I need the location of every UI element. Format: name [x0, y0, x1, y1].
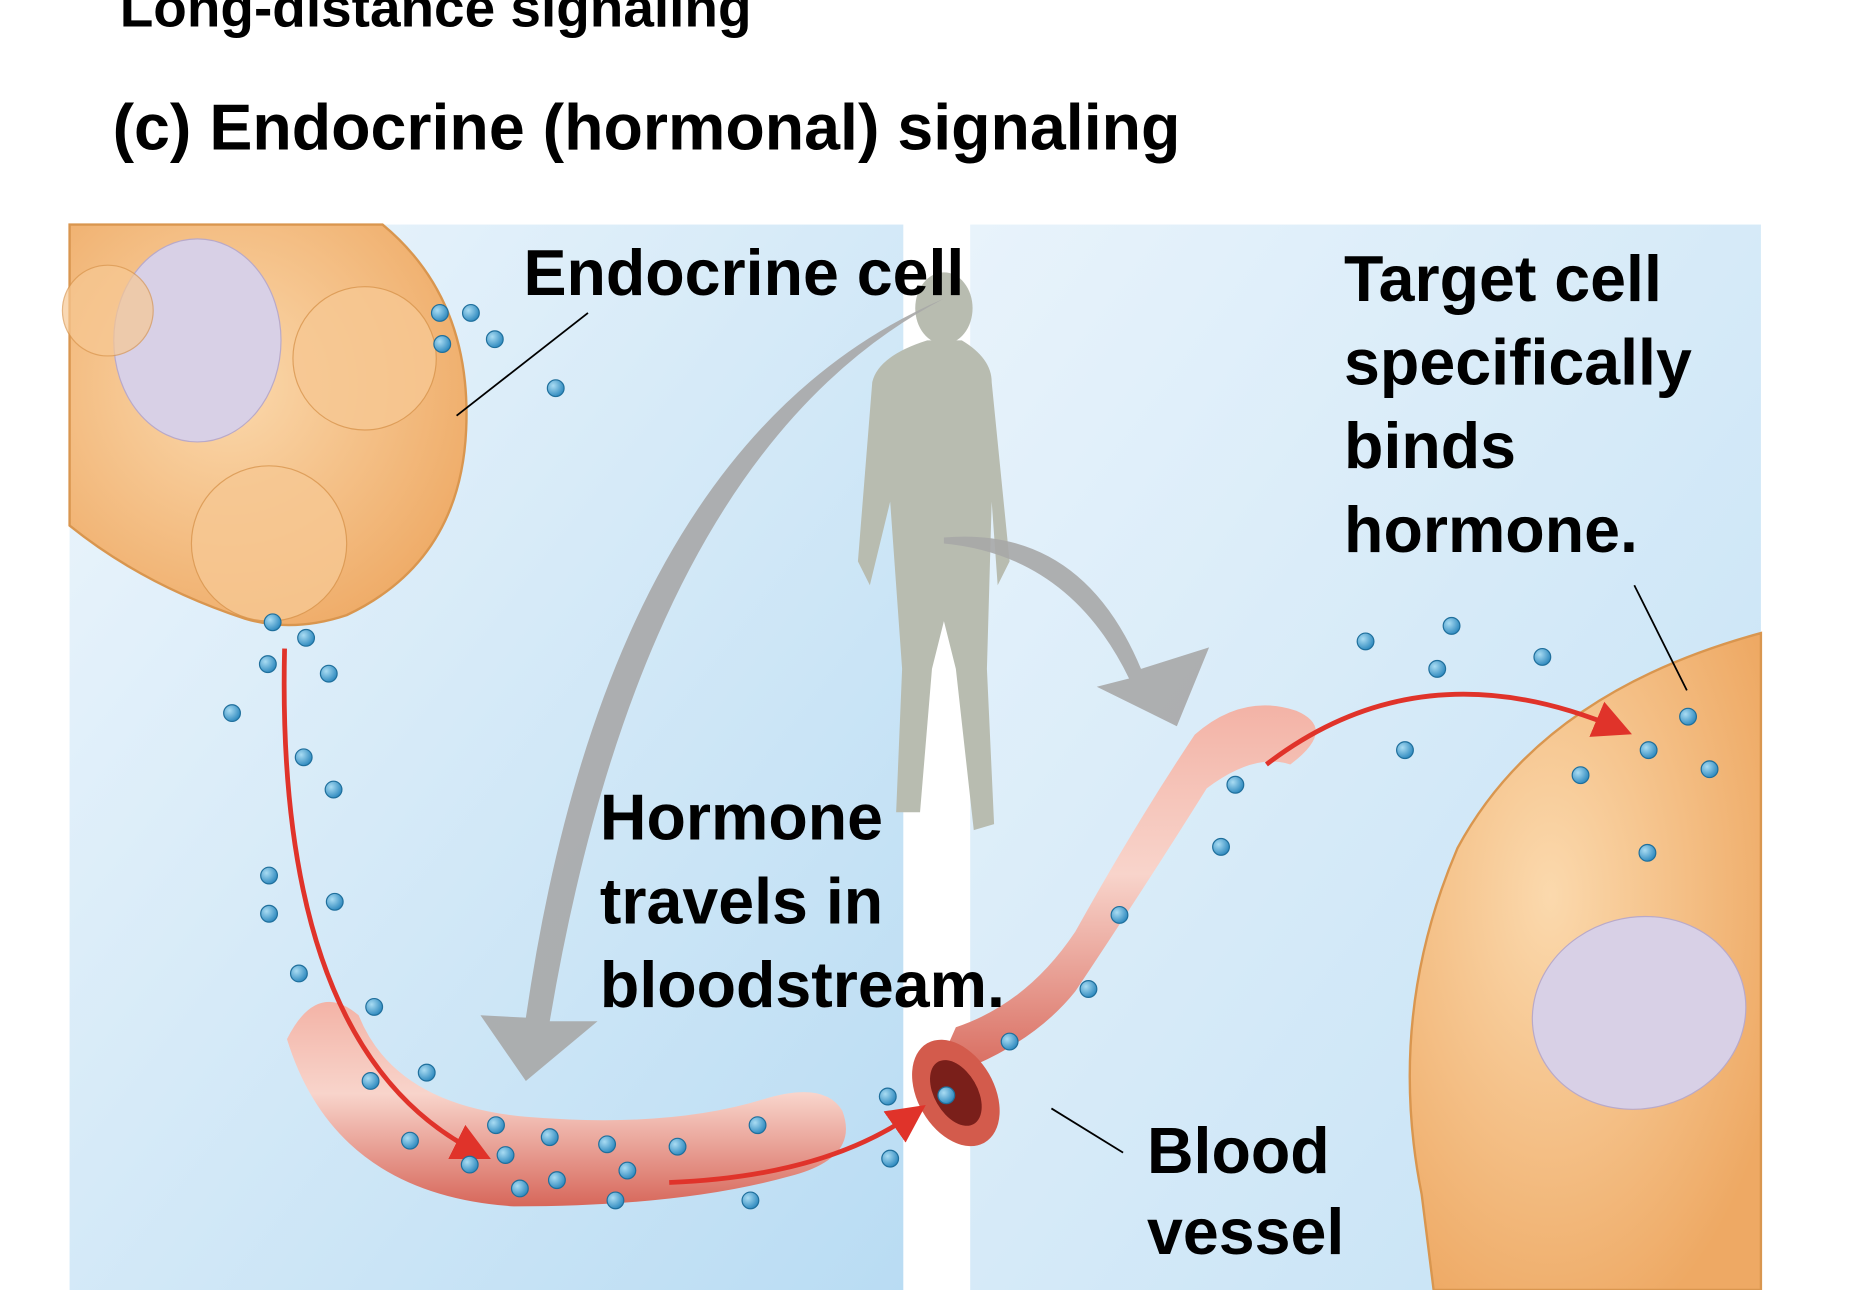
hormone-molecule — [1000, 1032, 1019, 1051]
svg-text:specifically: specifically — [1344, 327, 1692, 399]
hormone-molecule — [417, 1063, 436, 1082]
hormone-molecule — [1356, 632, 1375, 651]
hormone-molecule — [598, 1135, 617, 1154]
label-blood-vessel: Blood vessel — [1147, 1115, 1344, 1268]
human-silhouette-icon — [857, 272, 1010, 831]
hormone-molecule — [741, 1191, 760, 1210]
hormone-molecule — [1533, 647, 1552, 666]
hormone-molecule — [1226, 775, 1245, 794]
hormone-molecule — [606, 1191, 625, 1210]
hormone-molecule — [324, 780, 343, 799]
svg-text:vessel: vessel — [1147, 1196, 1344, 1268]
hormone-molecule — [496, 1146, 515, 1164]
hormone-molecule — [258, 655, 277, 674]
label-endocrine-cell: Endocrine cell — [523, 237, 964, 309]
header-text: Long-distance signaling — [120, 0, 752, 38]
svg-text:hormone.: hormone. — [1344, 494, 1638, 566]
hormone-molecule — [748, 1116, 767, 1135]
hormone-molecule — [294, 748, 313, 767]
hormone-molecule — [401, 1131, 419, 1150]
hormone-molecule — [878, 1087, 897, 1106]
hormone-molecule — [1700, 760, 1719, 779]
hormone-molecule — [325, 892, 344, 911]
hormone-molecule — [361, 1072, 380, 1090]
hormone-molecule — [1571, 766, 1590, 785]
hormone-molecule — [668, 1137, 687, 1156]
hormone-molecule — [289, 964, 308, 983]
label-target-cell: Target cell specifically binds hormone. — [1344, 243, 1692, 566]
hormone-molecule — [297, 628, 316, 647]
hormone-molecule — [1212, 837, 1230, 856]
target-cell — [1408, 631, 1763, 1290]
hormone-molecule — [1639, 741, 1658, 760]
svg-text:travels in: travels in — [600, 865, 883, 937]
hormone-molecule — [223, 704, 241, 723]
hormone-molecules — [223, 303, 1719, 1210]
leader-lines — [456, 312, 1688, 1154]
blood-vessel — [286, 705, 1316, 1207]
diagram-title: (c) Endocrine (hormonal) signaling — [113, 91, 1181, 163]
hormone-molecule — [260, 904, 279, 923]
svg-text:Target cell: Target cell — [1344, 243, 1662, 315]
hormone-molecule — [546, 379, 565, 398]
hormone-molecule — [881, 1149, 900, 1168]
hormone-molecule — [510, 1179, 529, 1198]
hormone-molecule — [319, 664, 338, 683]
hormone-molecule — [260, 866, 279, 885]
hormone-molecule — [1396, 741, 1414, 760]
gray-arrow-right-icon — [943, 536, 1210, 727]
hormone-molecule — [937, 1086, 956, 1105]
hormone-molecule — [487, 1116, 505, 1135]
hormone-molecule — [547, 1171, 566, 1190]
hormone-molecule — [1079, 980, 1098, 998]
endocrine-cell — [61, 223, 468, 627]
hormone-molecule — [461, 303, 480, 322]
svg-text:bloodstream.: bloodstream. — [600, 949, 1005, 1021]
hormone-molecule — [1110, 905, 1129, 924]
hormone-molecule — [433, 335, 452, 353]
hormone-molecule — [1442, 616, 1461, 635]
hormone-molecule — [540, 1128, 559, 1147]
hormone-molecule — [1679, 707, 1698, 726]
hormone-molecule — [365, 997, 384, 1016]
label-hormone-travels: Hormone travels in bloodstream. — [600, 782, 1005, 1021]
hormone-molecule — [430, 303, 449, 322]
svg-text:binds: binds — [1344, 410, 1516, 482]
hormone-path-arrows — [281, 648, 1632, 1185]
hormone-molecule — [618, 1161, 637, 1180]
hormone-molecule — [1638, 843, 1657, 862]
hormone-molecule — [460, 1155, 479, 1174]
hormone-molecule — [485, 330, 504, 349]
svg-text:Blood: Blood — [1147, 1115, 1330, 1187]
hormone-molecule — [263, 613, 282, 632]
hormone-molecule — [1428, 659, 1447, 678]
svg-text:Hormone: Hormone — [600, 782, 883, 854]
